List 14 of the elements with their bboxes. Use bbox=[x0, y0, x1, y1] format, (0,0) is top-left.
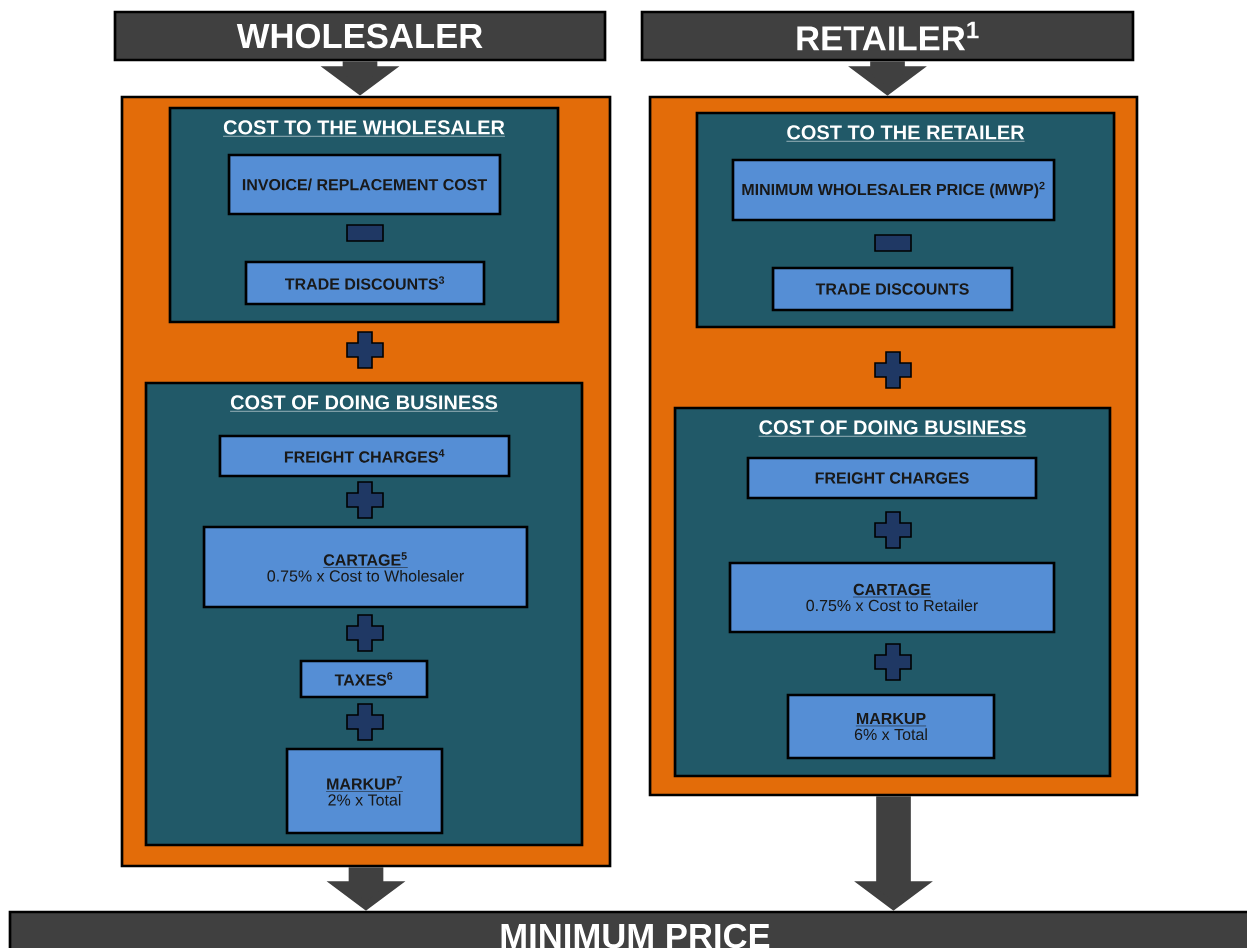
item-box: INVOICE/ REPLACEMENT COST bbox=[227, 153, 502, 216]
item-box: CARTAGE$^{5}$ 0.75% x Cost to Wholesaler bbox=[202, 525, 529, 609]
header-bar: WHOLESALER bbox=[113, 10, 607, 62]
item-box: FREIGHT CHARGES$^{4}$ bbox=[218, 434, 511, 478]
item-box: MINIMUM WHOLESALER PRICE (MWP)$^{2}$ bbox=[731, 158, 1056, 222]
item-box: TRADE DISCOUNTS bbox=[771, 266, 1014, 312]
item-box: TRADE DISCOUNTS$^{3}$ bbox=[244, 260, 486, 306]
item-box: FREIGHT CHARGES bbox=[746, 456, 1038, 500]
item-box: MARKUP 6% x Total bbox=[786, 693, 996, 760]
header-bar: RETAILER$^{1}$ bbox=[640, 10, 1135, 62]
header-bar: MINIMUM PRICE bbox=[8, 910, 1247, 948]
item-box: MARKUP$^{7}$ 2% x Total bbox=[285, 747, 444, 835]
item-box: CARTAGE 0.75% x Cost to Retailer bbox=[728, 561, 1056, 634]
item-box: TAXES$^{6}$ bbox=[299, 659, 429, 699]
